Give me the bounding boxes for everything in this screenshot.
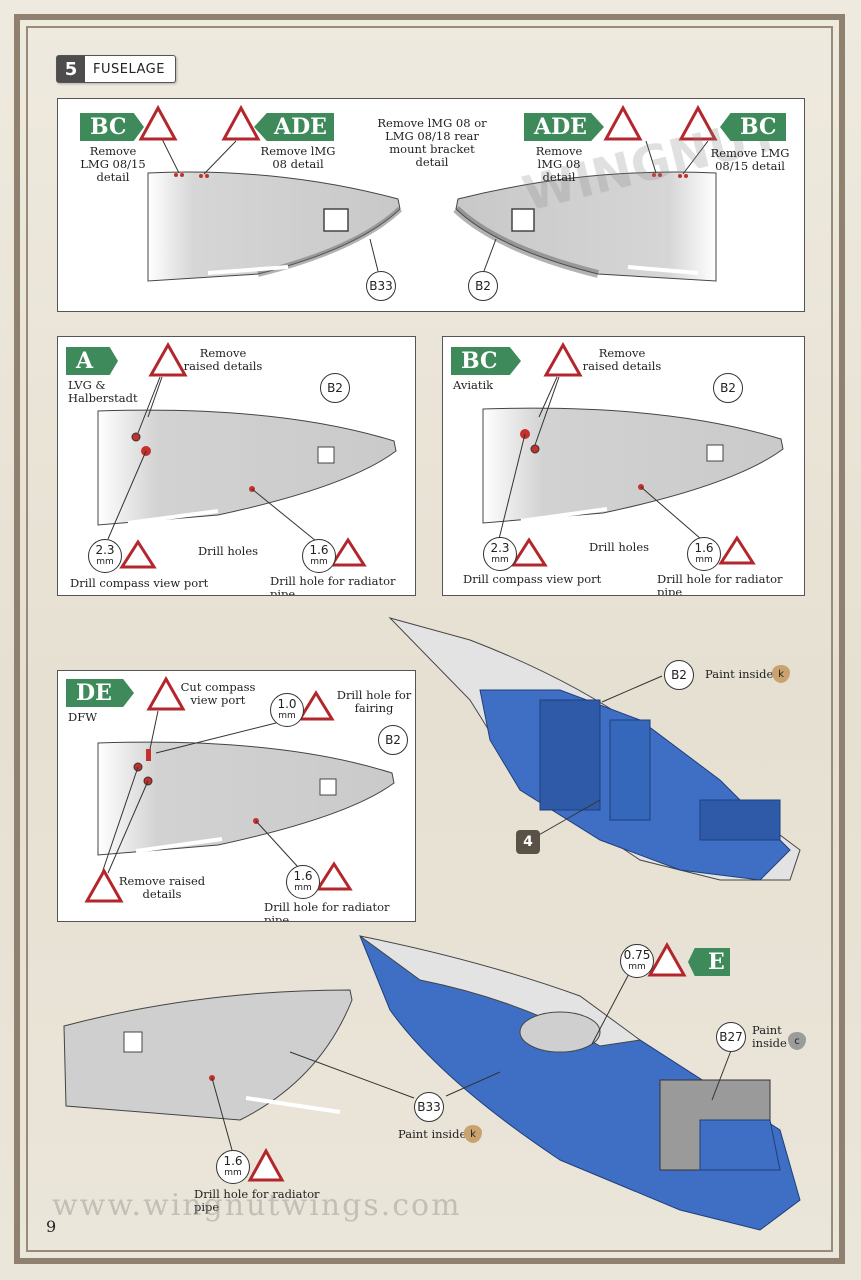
part-b33-top: B33	[366, 271, 396, 301]
note-cut-de: Cut compass view port	[180, 680, 256, 707]
note-compass-a: Drill compass view port	[70, 576, 209, 590]
variant-de: DFW	[68, 710, 98, 724]
note-radiator-de: Drill hole for radiator pipe	[264, 900, 390, 922]
page-number: 9	[46, 1217, 57, 1236]
variant-bc: Aviatik	[453, 378, 494, 392]
part-b2-assembly: B2	[664, 660, 694, 690]
note-remove-a: Remove raised details	[183, 346, 263, 373]
panel-a-drawing	[97, 341, 397, 569]
part-b2-top: B2	[468, 271, 498, 301]
tag-bc-left: BC	[80, 113, 144, 141]
step-number: 5	[57, 56, 85, 82]
tag-bc-right: BC	[720, 113, 786, 141]
part-b2-a: B2	[320, 373, 350, 403]
note-bc-left: Remove LMG 08/15 detail	[80, 144, 146, 184]
center-note: Remove lMG 08 or LMG 08/18 rear mount br…	[377, 116, 487, 169]
note-bc-right: Remove LMG 08/15 detail	[710, 146, 790, 173]
tag-a: A	[66, 347, 118, 375]
page-border-inner	[26, 26, 833, 1252]
paint-drop-c: c	[788, 1032, 806, 1050]
paint-note-upper: Paint inside	[705, 667, 774, 681]
tag-ade-left: ADE	[254, 113, 334, 141]
panel-bc-drawing	[482, 341, 784, 567]
subassembly-4-badge: 4	[516, 830, 540, 854]
drill-holes-bc: Drill holes	[588, 540, 650, 554]
tag-ade-right: ADE	[524, 113, 604, 141]
top-panel: WINGNUT BC Remove LMG 08/15 detail ADE R…	[57, 98, 805, 312]
drill-holes-a: Drill holes	[197, 544, 259, 558]
step-header: 5 FUSELAGE	[56, 55, 176, 83]
note-radiator-lower: Drill hole for radiator pipe	[194, 1187, 320, 1214]
page-border-outer	[14, 14, 845, 1264]
panel-de-drawing	[84, 675, 395, 903]
paint-drop-k-upper: k	[772, 665, 790, 683]
step-title: FUSELAGE	[93, 61, 165, 77]
part-b33-assembly: B33	[414, 1092, 444, 1122]
note-fairing-de: Drill hole for fairing	[336, 688, 412, 715]
paint-note-b27: Paint inside	[752, 1023, 787, 1050]
paint-note-b33: Paint inside	[398, 1127, 467, 1141]
note-compass-bc: Drill compass view port	[463, 572, 602, 586]
tag-e: E	[688, 948, 730, 976]
tag-bc: BC	[451, 347, 521, 375]
panel-a: A LVG & Halberstadt Remove raised detail…	[57, 336, 416, 596]
website-watermark: www.wingnutwings.com	[52, 1188, 462, 1223]
note-radiator-a: Drill hole for radiator pipe	[270, 574, 396, 596]
note-ade-left: Remove lMG 08 detail	[260, 144, 336, 171]
part-b2-de: B2	[378, 725, 408, 755]
note-remove-bc: Remove raised details	[582, 346, 662, 373]
tag-de: DE	[66, 679, 134, 707]
note-ade-right: Remove lMG 08 detail	[535, 144, 583, 184]
paint-drop-k-lower: k	[464, 1125, 482, 1143]
part-b2-bc: B2	[713, 373, 743, 403]
variant-a: LVG & Halberstadt	[68, 378, 138, 405]
note-remove-de: Remove raised details	[118, 874, 206, 901]
note-radiator-bc: Drill hole for radiator pipe	[657, 572, 783, 596]
part-b27: B27	[716, 1022, 746, 1052]
